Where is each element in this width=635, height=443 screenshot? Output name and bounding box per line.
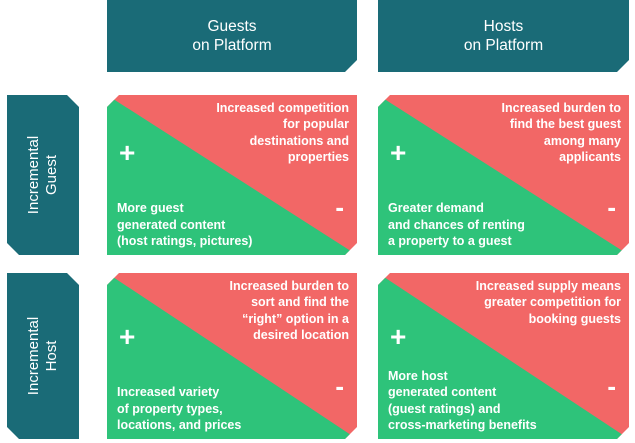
row-header-incremental-host-label: Incremental Host [25, 316, 60, 396]
negative-effect-text: Increased competition for popular destin… [216, 101, 349, 164]
negative-effect-text: Increased supply means greater competiti… [475, 279, 621, 326]
plus-sign: + [390, 321, 407, 352]
plus-sign: + [119, 321, 136, 352]
cell-incremental-host-hosts: Increased supply means greater competiti… [378, 273, 629, 439]
row-header-incremental-host: Incremental Host [7, 273, 79, 439]
cell-incremental-host-guests: Increased burden to sort and find the “r… [107, 273, 357, 439]
column-header-hosts: Hosts on Platform [378, 0, 629, 72]
positive-effect-text: More guest generated content (host ratin… [117, 201, 253, 248]
column-header-guests: Guests on Platform [107, 0, 357, 72]
positive-effect-text: Increased variety of property types, loc… [117, 385, 242, 432]
minus-sign: - [335, 192, 344, 222]
plus-sign: + [119, 137, 136, 168]
plus-sign: + [390, 137, 407, 168]
negative-effect-text: Increased burden to find the best guest … [501, 101, 621, 164]
positive-effect-text: Greater demand and chances of renting a … [388, 201, 525, 248]
row-header-incremental-guest: Incremental Guest [7, 95, 79, 255]
minus-sign: - [607, 192, 616, 222]
row-header-incremental-guest-label: Incremental Guest [25, 135, 60, 215]
cell-incremental-guest-guests: Increased competition for popular destin… [107, 95, 357, 255]
minus-sign: - [335, 371, 344, 401]
negative-effect-text: Increased burden to sort and find the “r… [229, 279, 349, 342]
positive-effect-text: More host generated content (guest ratin… [388, 369, 537, 432]
minus-sign: - [607, 371, 616, 401]
cell-incremental-guest-hosts: Increased burden to find the best guest … [378, 95, 629, 255]
